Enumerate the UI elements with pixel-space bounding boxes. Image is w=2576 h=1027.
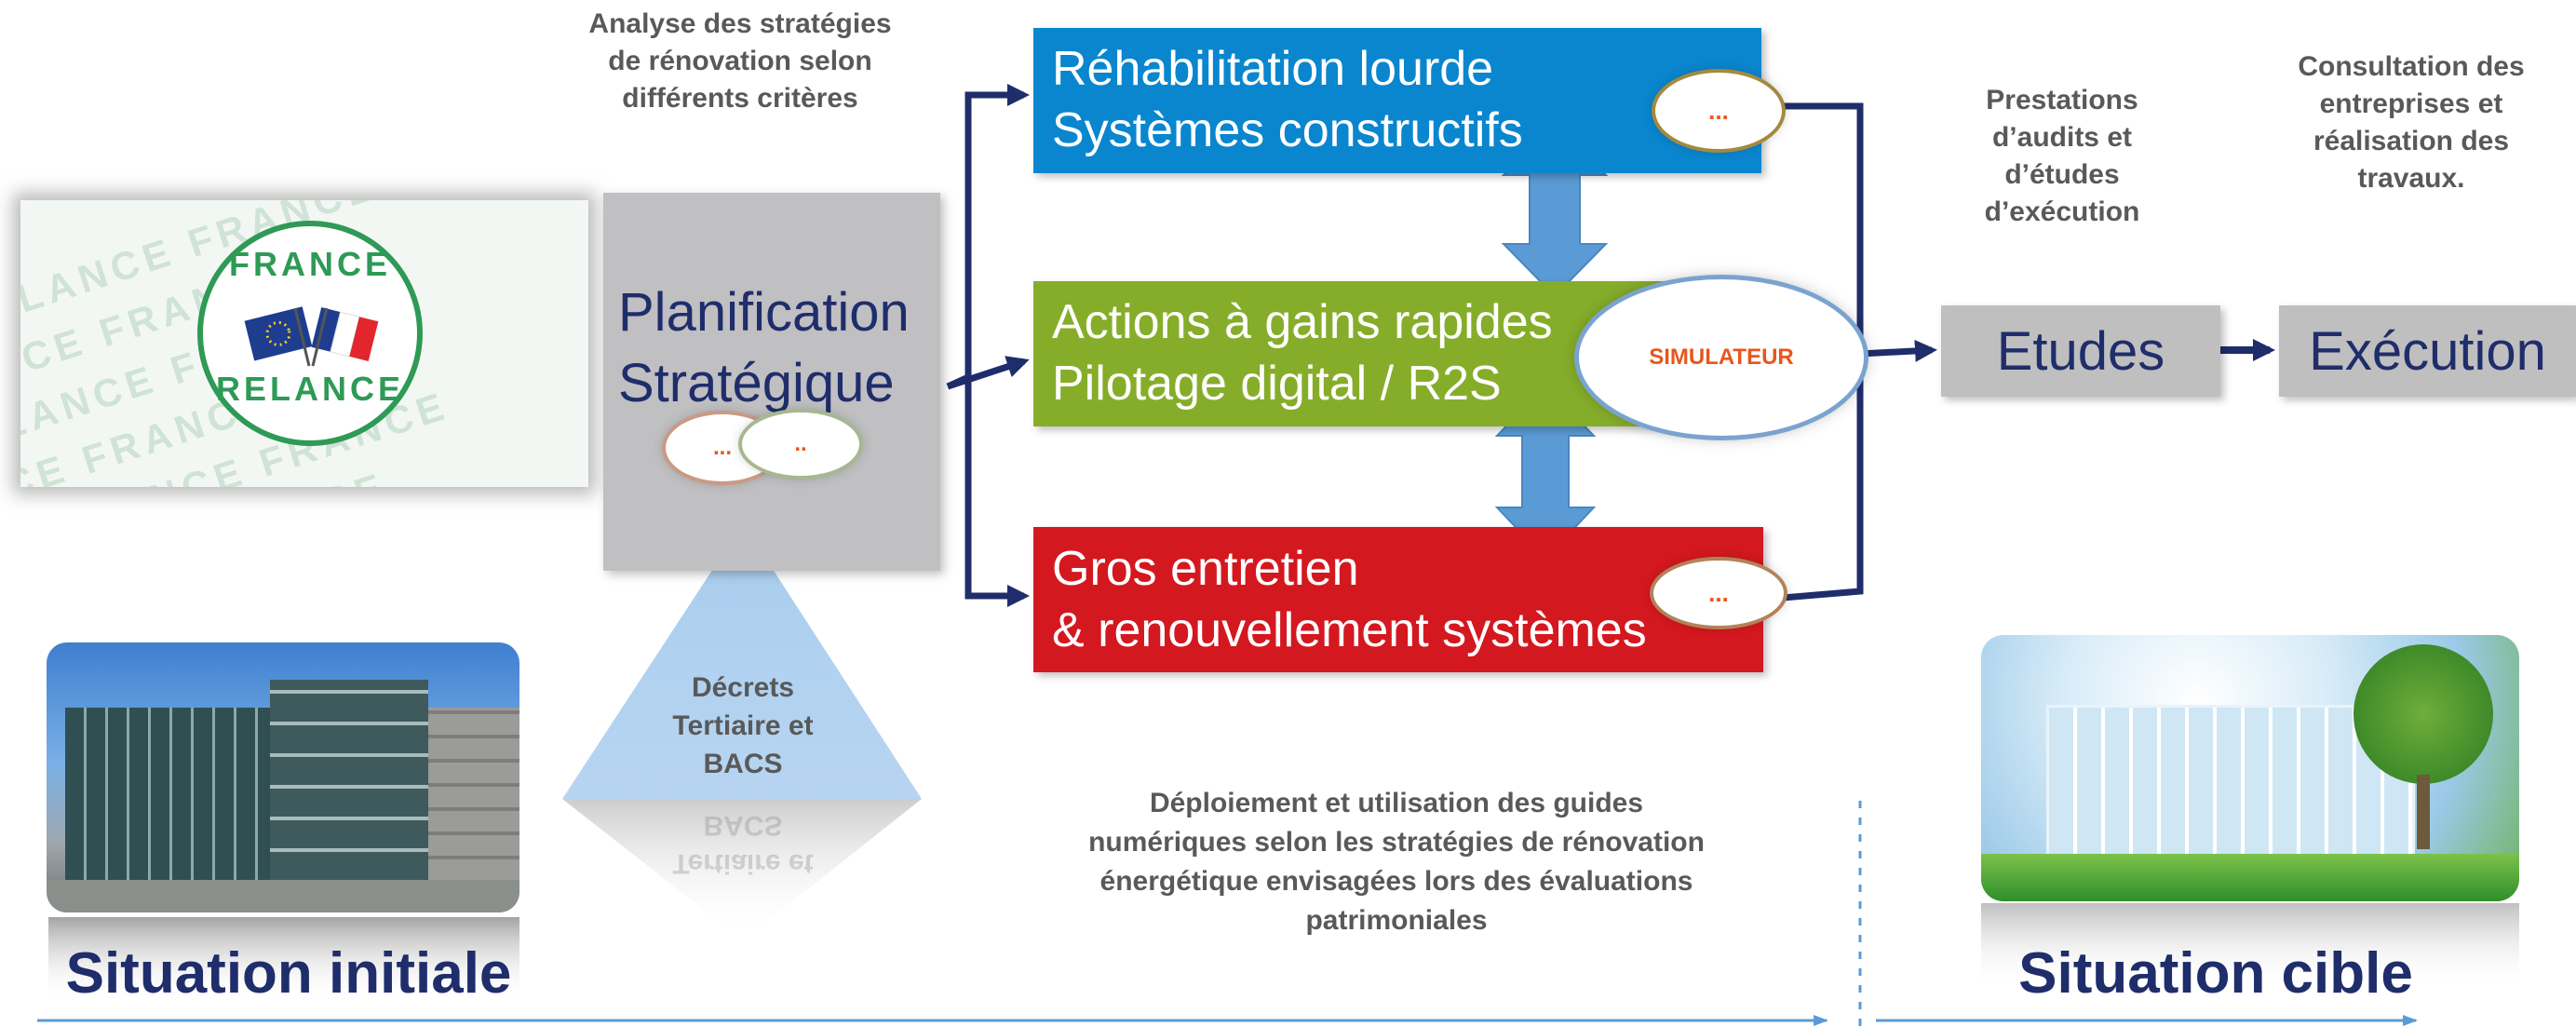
tree-icon — [2353, 644, 2493, 784]
simulateur-button[interactable]: SIMULATEUR — [1579, 279, 1864, 436]
caption-analysis-line: différents critères — [622, 83, 858, 114]
caption-consultation-line: Consultation des — [2298, 51, 2525, 82]
caption-deploiement-line: numériques selon les stratégies de rénov… — [1088, 827, 1705, 858]
pyramid-label-line: Tertiaire et — [672, 710, 814, 741]
building-target-facade — [2046, 705, 2415, 864]
connector-to-gros — [964, 377, 1030, 607]
actions-title-line: Pilotage digital / R2S — [1052, 357, 1502, 411]
caption-deploiement-line: énergétique envisagées lors des évaluati… — [1099, 866, 1693, 897]
logo-seal-bottom-text: RELANCE — [215, 370, 404, 408]
tree-trunk — [2417, 775, 2430, 849]
rehab-title: Réhabilitation lourde Systèmes construct… — [1052, 38, 1760, 161]
caption-consultation-line: travaux. — [2357, 163, 2465, 194]
caption-analysis-line: Analyse des stratégies — [588, 8, 892, 39]
connector-to-actions — [946, 356, 1030, 390]
connector-gros-out — [1782, 352, 1864, 601]
caption-prestations-line: d’audits et — [1991, 122, 2132, 153]
grass-strip — [1981, 854, 2519, 901]
caption-consultation-line: réalisation des — [2313, 126, 2510, 156]
pyramid-reflection — [562, 799, 922, 940]
caption-deploiement-line: patrimoniales — [1305, 905, 1488, 936]
caption-prestations-line: d’études — [2004, 159, 2120, 190]
gros-title-line: Gros entretien — [1052, 542, 1359, 596]
pyramid-label-line: Décrets — [691, 672, 795, 703]
caption-analysis-line: de rénovation selon — [608, 46, 872, 76]
pyramid-shape — [562, 523, 922, 799]
photo-cible-reflection — [1981, 903, 2519, 987]
planification-ellipse-2[interactable]: .. — [742, 412, 859, 476]
connector-to-etudes — [1859, 339, 1937, 362]
pyramid-label: Décrets Tertiaire et BACS — [624, 669, 862, 783]
pyramid-label-line: BACS — [703, 749, 783, 779]
planification-title-line: Stratégique — [618, 353, 895, 413]
planification-box — [603, 193, 940, 571]
building-target-image — [1981, 635, 2519, 901]
building-concrete-wing — [428, 708, 519, 880]
caption-deploiement-line: Déploiement et utilisation des guides — [1149, 788, 1644, 818]
building-ground — [47, 880, 519, 912]
caption-deploiement: Déploiement et utilisation des guides nu… — [1052, 784, 1741, 940]
logo-seal-top-text: FRANCE — [229, 245, 391, 283]
rehab-title-line: Réhabilitation lourde — [1052, 42, 1494, 96]
situation-initiale-label: Situation initiale — [65, 941, 512, 1006]
caption-consultation: Consultation des entreprises et réalisat… — [2272, 48, 2551, 197]
actions-title: Actions à gains rapides Pilotage digital… — [1052, 291, 1704, 414]
photo-initiale-reflection — [48, 917, 519, 1001]
building-right-wing — [270, 680, 428, 880]
building-left-wing — [65, 708, 270, 880]
caption-analysis: Analyse des stratégies de rénovation sel… — [549, 6, 931, 117]
rehab-ellipse[interactable]: ... — [1655, 73, 1782, 149]
caption-prestations: Prestations d’audits et d’études d’exécu… — [1955, 82, 2169, 231]
pyramid-reflection-line: Tertiaire et — [672, 848, 814, 879]
connector-to-rehab — [946, 84, 1030, 390]
caption-consultation-line: entreprises et — [2319, 88, 2503, 119]
caption-prestations-line: Prestations — [1986, 85, 2138, 115]
connector-rehab-out — [1783, 102, 1864, 352]
gros-ellipse[interactable]: ... — [1653, 561, 1784, 626]
planification-title: Planification Stratégique — [618, 277, 935, 419]
rehab-title-line: Systèmes constructifs — [1052, 103, 1523, 157]
pyramid-reflection-line: BACS — [703, 810, 783, 841]
rehab-box — [1033, 28, 1761, 173]
caption-prestations-line: d’exécution — [1984, 196, 2140, 227]
pyramid-label-reflection: Tertiaire et BACS — [624, 806, 862, 883]
gros-title-line: & renouvellement systèmes — [1052, 603, 1647, 657]
gros-title: Gros entretien & renouvellement systèmes — [1052, 538, 1760, 661]
gros-box — [1033, 527, 1763, 672]
building-initial-image — [47, 642, 519, 912]
etudes-box[interactable]: Etudes — [1941, 305, 2220, 397]
execution-box[interactable]: Exécution — [2279, 305, 2576, 397]
actions-title-line: Actions à gains rapides — [1052, 295, 1553, 349]
planification-title-line: Planification — [618, 282, 910, 343]
situation-cible-label: Situation cible — [2018, 941, 2413, 1006]
france-relance-logo: RELANCE FRANCE RELANCE FRANCE RELANCE FR… — [20, 200, 588, 487]
logo-seal — [197, 221, 423, 446]
flags-icon — [244, 306, 379, 367]
